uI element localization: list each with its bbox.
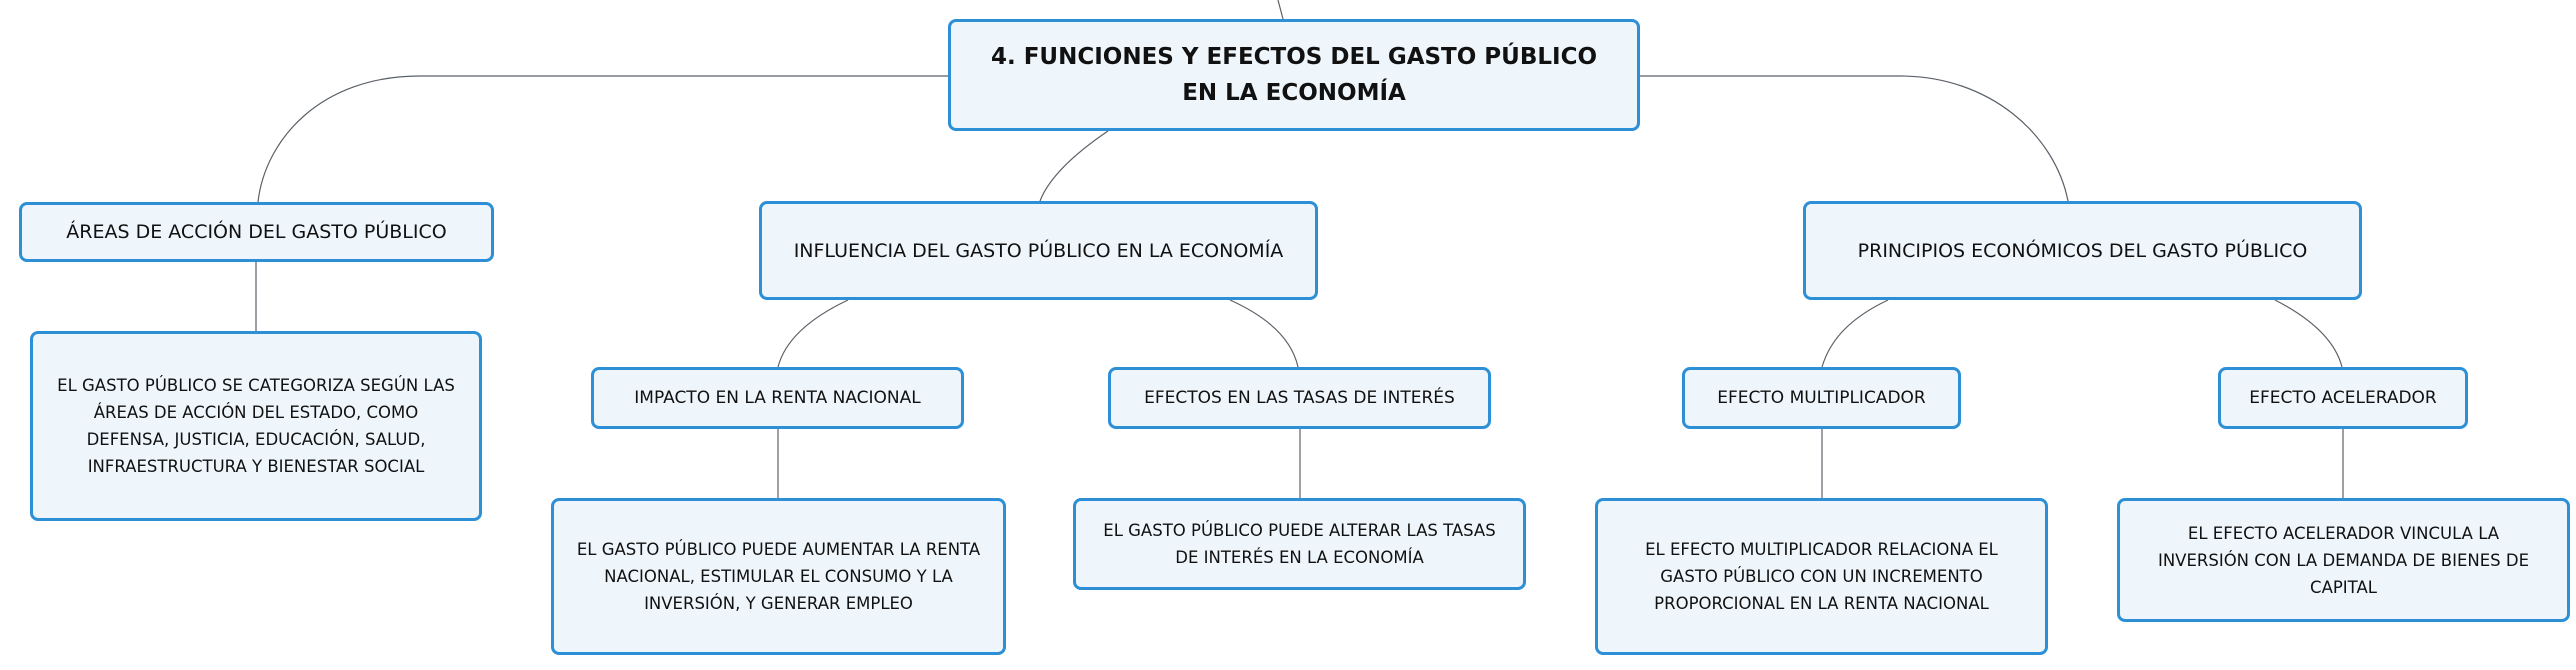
connector-root-areas	[257, 75, 948, 203]
leaf-tasas-interes[interactable]: EL GASTO PÚBLICO PUEDE ALTERAR LAS TASAS…	[1073, 498, 1526, 590]
topic-influencia-text: INFLUENCIA DEL GASTO PÚBLICO EN LA ECONO…	[793, 239, 1284, 262]
topic-influencia[interactable]: INFLUENCIA DEL GASTO PÚBLICO EN LA ECONO…	[759, 201, 1318, 300]
connector-influencia-tasas	[1229, 299, 1299, 368]
leaf-impacto-renta-text: EL GASTO PÚBLICO PUEDE AUMENTAR LA RENTA…	[576, 540, 981, 613]
leaf-efecto-multiplicador-text: EL EFECTO MULTIPLICADOR RELACIONA EL GAS…	[1645, 540, 1998, 613]
leaf-tasas-interes-text: EL GASTO PÚBLICO PUEDE ALTERAR LAS TASAS…	[1103, 521, 1496, 567]
leaf-areas-de-accion[interactable]: EL GASTO PÚBLICO SE CATEGORIZA SEGÚN LAS…	[30, 331, 482, 521]
leaf-efecto-acelerador[interactable]: EL EFECTO ACELERADOR VINCULA LA INVERSIÓ…	[2117, 498, 2570, 622]
topic-areas-de-accion[interactable]: ÁREAS DE ACCIÓN DEL GASTO PÚBLICO	[19, 202, 494, 262]
root-topic-text: 4. FUNCIONES Y EFECTOS DEL GASTO PÚBLICO…	[990, 44, 1598, 106]
subtopic-impacto-renta-text: IMPACTO EN LA RENTA NACIONAL	[634, 388, 921, 408]
connector-principios-mult	[1821, 299, 1889, 368]
subtopic-efecto-multiplicador-text: EFECTO MULTIPLICADOR	[1717, 388, 1926, 408]
leaf-efecto-acelerador-text: EL EFECTO ACELERADOR VINCULA LA INVERSIÓ…	[2157, 523, 2530, 597]
connector-root-top	[1277, 0, 1284, 20]
leaf-efecto-multiplicador[interactable]: EL EFECTO MULTIPLICADOR RELACIONA EL GAS…	[1595, 498, 2048, 655]
connector-root-influencia	[1039, 130, 1109, 202]
connector-root-principios	[1640, 75, 2069, 202]
subtopic-efecto-acelerador[interactable]: EFECTO ACELERADOR	[2218, 367, 2468, 429]
subtopic-tasas-interes[interactable]: EFECTOS EN LAS TASAS DE INTERÉS	[1108, 367, 1491, 429]
leaf-areas-de-accion-text: EL GASTO PÚBLICO SE CATEGORIZA SEGÚN LAS…	[57, 376, 455, 476]
topic-principios-text: PRINCIPIOS ECONÓMICOS DEL GASTO PÚBLICO	[1857, 239, 2308, 262]
connector-principios-acel	[2274, 299, 2343, 368]
subtopic-impacto-renta[interactable]: IMPACTO EN LA RENTA NACIONAL	[591, 367, 964, 429]
subtopic-tasas-interes-text: EFECTOS EN LAS TASAS DE INTERÉS	[1144, 388, 1455, 408]
root-topic[interactable]: 4. FUNCIONES Y EFECTOS DEL GASTO PÚBLICO…	[948, 19, 1640, 131]
connector-influencia-impacto	[777, 299, 849, 368]
subtopic-efecto-acelerador-text: EFECTO ACELERADOR	[2249, 388, 2437, 408]
topic-areas-de-accion-text: ÁREAS DE ACCIÓN DEL GASTO PÚBLICO	[66, 221, 447, 243]
subtopic-efecto-multiplicador[interactable]: EFECTO MULTIPLICADOR	[1682, 367, 1961, 429]
leaf-impacto-renta[interactable]: EL GASTO PÚBLICO PUEDE AUMENTAR LA RENTA…	[551, 498, 1006, 655]
topic-principios[interactable]: PRINCIPIOS ECONÓMICOS DEL GASTO PÚBLICO	[1803, 201, 2362, 300]
